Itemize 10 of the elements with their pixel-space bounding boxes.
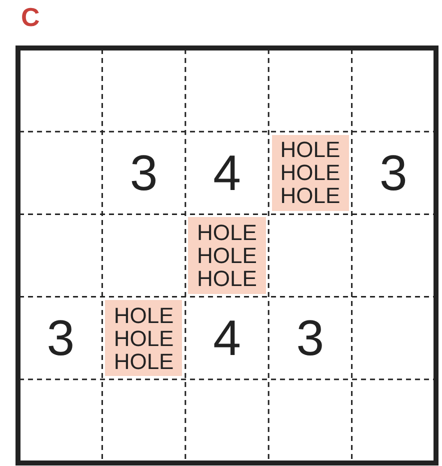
clue-number: 4 — [213, 313, 241, 364]
panel-letter: C — [21, 4, 40, 30]
hole-patch: HOLE HOLE HOLE — [188, 217, 266, 294]
clue-number: 3 — [130, 148, 158, 198]
clue-number: 4 — [213, 148, 241, 198]
hole-patch: HOLE HOLE HOLE — [105, 300, 182, 376]
clue-number: 3 — [46, 313, 74, 364]
hole-patch: HOLE HOLE HOLE — [272, 134, 349, 212]
clue-number: 3 — [379, 148, 408, 198]
clue-number: 3 — [296, 313, 324, 364]
